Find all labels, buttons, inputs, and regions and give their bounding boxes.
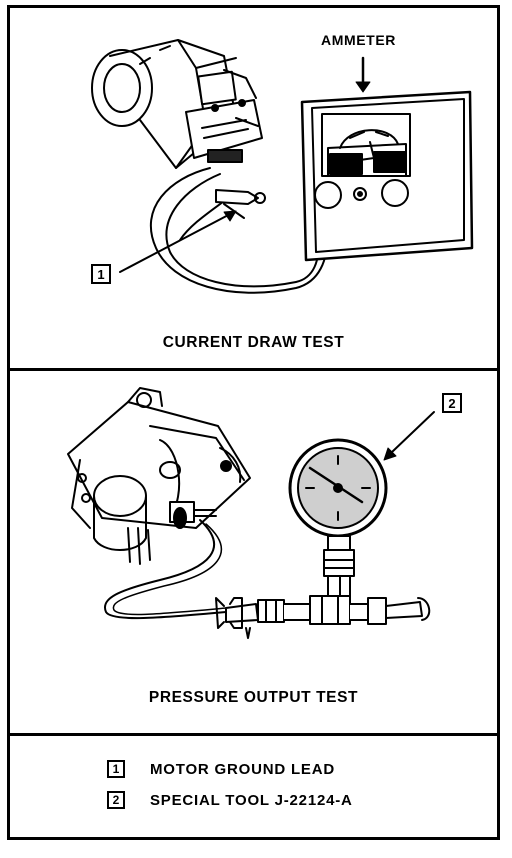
legend-number-box: 1 [107,760,125,778]
panel-divider-top [7,368,500,371]
pressure-output-caption: PRESSURE OUTPUT TEST [148,689,359,706]
figure-frame [7,5,500,840]
current-draw-caption: CURRENT DRAW TEST [162,334,345,351]
legend-number-box: 2 [107,791,125,809]
tee-fitting-drawing [215,575,431,639]
pressure-hose [103,519,227,620]
callout-2-leader [391,411,435,453]
legend-item-2: 2 SPECIAL TOOL J-22124-A [107,789,353,811]
callout-1: 1 [91,264,111,284]
callout-1-leader [119,211,235,273]
legend-item-1: 1 MOTOR GROUND LEAD [107,758,335,780]
panel-divider-bottom [7,733,500,736]
test-leads-drawing [149,167,328,294]
ammeter-label: AMMETER [321,32,396,48]
ammeter-drawing [300,90,474,262]
pressure-gauge-drawing [288,438,388,597]
legend-text: MOTOR GROUND LEAD [150,760,335,778]
callout-2: 2 [442,393,462,413]
illustration [67,39,474,639]
pump-motor-drawing [91,39,263,169]
pump-pressure-drawing [67,387,251,565]
legend-text: SPECIAL TOOL J-22124-A [150,791,353,809]
